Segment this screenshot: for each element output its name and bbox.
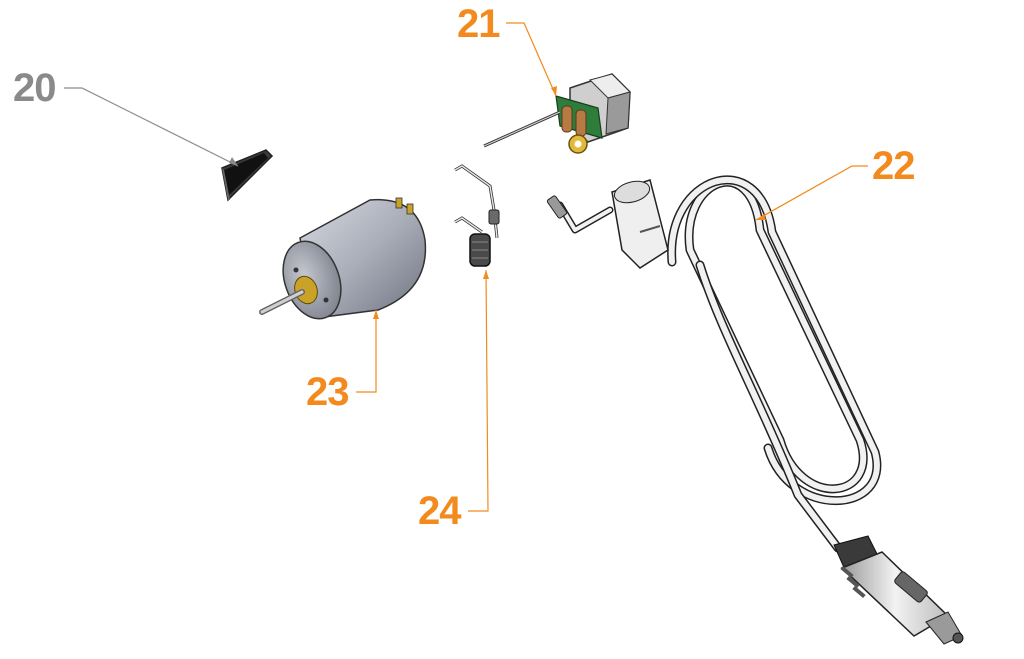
part-24-wire-assembly [454, 164, 500, 267]
callout-20: 20 [13, 66, 56, 110]
part-22-power-cable [546, 175, 964, 645]
leader-lines [64, 22, 868, 512]
callout-24: 24 [418, 489, 461, 533]
part-21-switch [483, 73, 631, 154]
callout-23: 23 [306, 370, 349, 414]
callout-22: 22 [872, 144, 915, 188]
callout-21: 21 [457, 2, 500, 46]
part-20-pad [221, 149, 274, 202]
part-23-motor [259, 197, 427, 320]
